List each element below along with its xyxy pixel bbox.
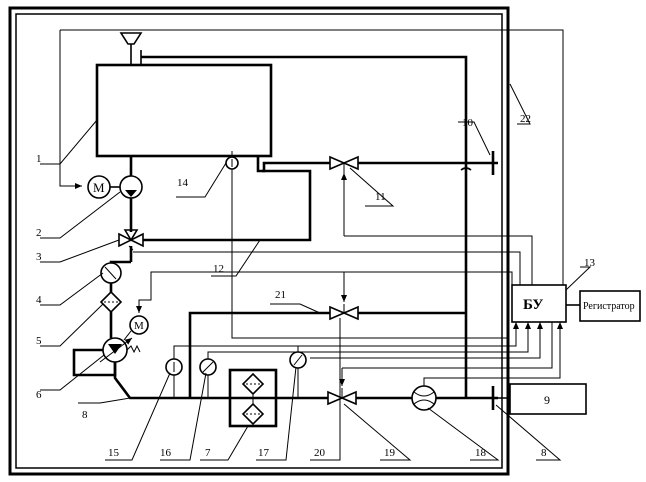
control-unit-label: БУ (523, 297, 543, 313)
gauge-16-signal (208, 322, 528, 359)
callout-2: 2 (36, 227, 42, 239)
valve-20-icon (330, 304, 358, 319)
callout-18: 18 (475, 447, 487, 459)
callout-22: 22 (520, 113, 531, 125)
callout-14: 14 (177, 177, 189, 189)
callout-20: 20 (314, 447, 326, 459)
valve-11-icon (330, 157, 358, 173)
callout-8-right: 8 (541, 447, 547, 459)
callout-19: 19 (384, 447, 396, 459)
callout-1: 1 (36, 153, 42, 165)
signal-line-22 (60, 30, 563, 285)
callout-11: 11 (375, 191, 386, 203)
valve-3-signal (133, 252, 520, 285)
filter-5-icon (101, 292, 121, 312)
valve-19-icon (328, 388, 356, 404)
callout-13: 13 (584, 257, 596, 269)
callout-16: 16 (160, 447, 172, 459)
recorder-label: Регистратор (583, 301, 635, 312)
valve-19-signal-route (342, 322, 552, 368)
branch-line-21 (190, 313, 330, 398)
flowmeter-18-icon (412, 386, 436, 410)
variable-pump-6-icon (100, 338, 140, 362)
valve-11-signal-route (344, 236, 532, 285)
gauge-17-signal (310, 322, 540, 358)
filler-funnel (121, 33, 141, 65)
callout-6: 6 (36, 389, 42, 401)
return-line-top (141, 57, 466, 164)
callout-17: 17 (258, 447, 270, 459)
tank-side-outlet (258, 156, 330, 171)
motor-label: M (93, 180, 105, 195)
motor-6-label: M (134, 320, 144, 332)
callout-10: 10 (462, 117, 474, 129)
motor-signal-line (60, 30, 82, 186)
bypass-line-12 (143, 171, 310, 240)
callout-7: 7 (205, 447, 211, 459)
callout-5: 5 (36, 335, 42, 347)
pump-triangle-icon (125, 190, 137, 197)
tank (97, 65, 271, 156)
callout-8-left: 8 (82, 409, 88, 421)
callout-12: 12 (213, 263, 224, 275)
box-9-label: 9 (544, 393, 550, 407)
callout-21: 21 (275, 289, 286, 301)
callout-4: 4 (36, 294, 42, 306)
callout-15: 15 (108, 447, 120, 459)
motor-6-signal-route (310, 272, 512, 285)
callout-3: 3 (36, 251, 42, 263)
